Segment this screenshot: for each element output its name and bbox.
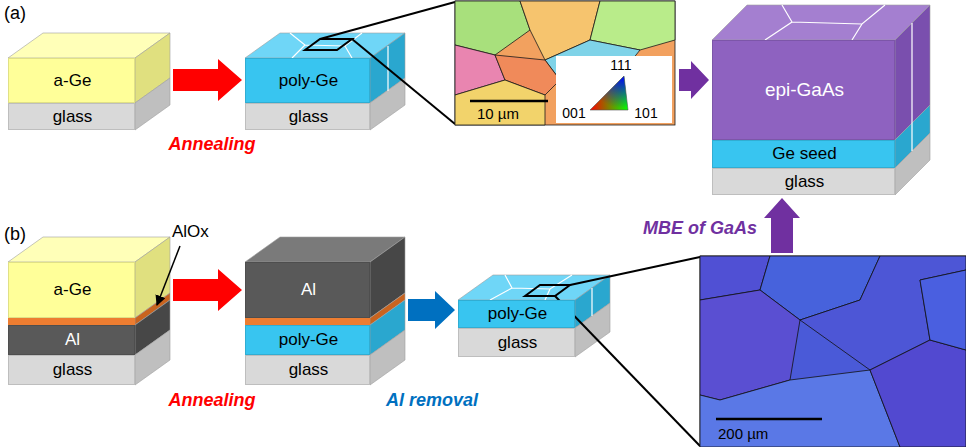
process-arrow	[679, 61, 709, 99]
orientation-label: 111	[610, 57, 631, 73]
layer-label: Al	[301, 280, 316, 300]
color-key-panel	[556, 56, 672, 123]
scale-label: 10 µm	[477, 105, 519, 122]
layer-callout: AlOx	[172, 222, 209, 241]
layer-label: a-Ge	[54, 280, 92, 300]
step-label: MBE of GaAs	[643, 218, 757, 239]
layer-label: Al	[65, 330, 80, 350]
layer: poly-Ge	[458, 300, 575, 328]
grain	[455, 1, 530, 55]
step-label: Annealing	[168, 134, 255, 154]
orientation-label: 001	[562, 104, 585, 122]
substrate-layer: glass	[245, 103, 370, 130]
scale-label: 200 µm	[718, 425, 768, 442]
substrate-layer: glass	[458, 328, 575, 357]
sample-stack	[245, 33, 405, 130]
process-arrow	[173, 59, 242, 101]
layer-label: glass	[498, 333, 538, 353]
substrate-layer: glass	[8, 103, 135, 130]
panel-label: (b)	[4, 224, 26, 244]
ebsd-map	[700, 256, 966, 447]
grain	[455, 80, 545, 125]
grain	[870, 340, 966, 447]
layer-label: glass	[53, 107, 93, 127]
process-arrow	[173, 269, 242, 311]
layer-label: glass	[289, 107, 329, 127]
panel-label: (a)	[4, 3, 26, 24]
layer-label: glass	[785, 172, 825, 192]
orientation-label: 111	[610, 56, 631, 74]
layer: Ge seed	[712, 140, 895, 168]
sample-stack	[458, 275, 610, 357]
grain	[700, 256, 966, 447]
panel-label: (a)	[4, 3, 26, 23]
layer-label: poly-Ge	[488, 304, 548, 324]
sample-stack	[8, 237, 170, 385]
layer-label: Ge seed	[772, 144, 836, 164]
color-key-triangle	[590, 76, 628, 110]
layer-label: glass	[53, 360, 93, 380]
layer: a-Ge	[8, 262, 135, 318]
layer-label: epi-GaAs	[765, 79, 844, 101]
layer-callout: AlOx	[172, 222, 209, 242]
scale-bar	[470, 100, 548, 103]
layer: Al	[245, 262, 370, 318]
substrate-layer: glass	[8, 355, 135, 385]
layer: Al	[8, 325, 135, 355]
substrate-layer: glass	[712, 168, 895, 195]
side-face	[370, 330, 405, 385]
layer: poly-Ge	[245, 58, 370, 103]
panel-label: (b)	[4, 224, 26, 245]
oxide-layer	[245, 318, 370, 325]
process-arrow	[408, 291, 455, 329]
sample-stack	[245, 237, 405, 385]
substrate-layer: glass	[245, 355, 370, 385]
side-face	[135, 78, 170, 130]
color-key-triangle	[590, 76, 628, 110]
grain	[455, 1, 675, 125]
oxide-layer	[8, 318, 135, 325]
step-label: Al removal	[386, 390, 478, 411]
zoom-line	[570, 257, 700, 285]
orientation-label: 101	[634, 105, 657, 121]
step-label: MBE of GaAs	[643, 218, 757, 238]
side-face	[135, 330, 170, 385]
layer: poly-Ge	[245, 325, 370, 355]
scale-bar	[716, 418, 822, 421]
grain	[920, 270, 966, 350]
sample-stack	[712, 5, 930, 195]
orientation-label: 101	[634, 104, 657, 122]
ebsd-map	[455, 1, 675, 125]
layer-label: poly-Ge	[279, 71, 339, 91]
orientation-label: 001	[562, 105, 585, 121]
step-label: Annealing	[168, 390, 255, 411]
zoom-frame	[305, 39, 352, 50]
layer: a-Ge	[8, 58, 135, 103]
zoom-line	[555, 296, 700, 446]
step-label: Al removal	[386, 390, 478, 410]
layer-label: a-Ge	[54, 71, 92, 91]
zoom-frame	[525, 285, 570, 296]
step-label: Annealing	[168, 390, 255, 410]
step-label: Annealing	[168, 134, 255, 155]
sample-stack	[8, 33, 170, 130]
process-arrow	[764, 198, 800, 253]
layer-label: poly-Ge	[279, 330, 339, 350]
ebsd-inset: 200 µm	[700, 256, 966, 447]
grain	[700, 370, 900, 447]
layer: epi-GaAs	[712, 40, 895, 140]
layer-label: glass	[289, 360, 329, 380]
zoom-line	[320, 2, 455, 39]
